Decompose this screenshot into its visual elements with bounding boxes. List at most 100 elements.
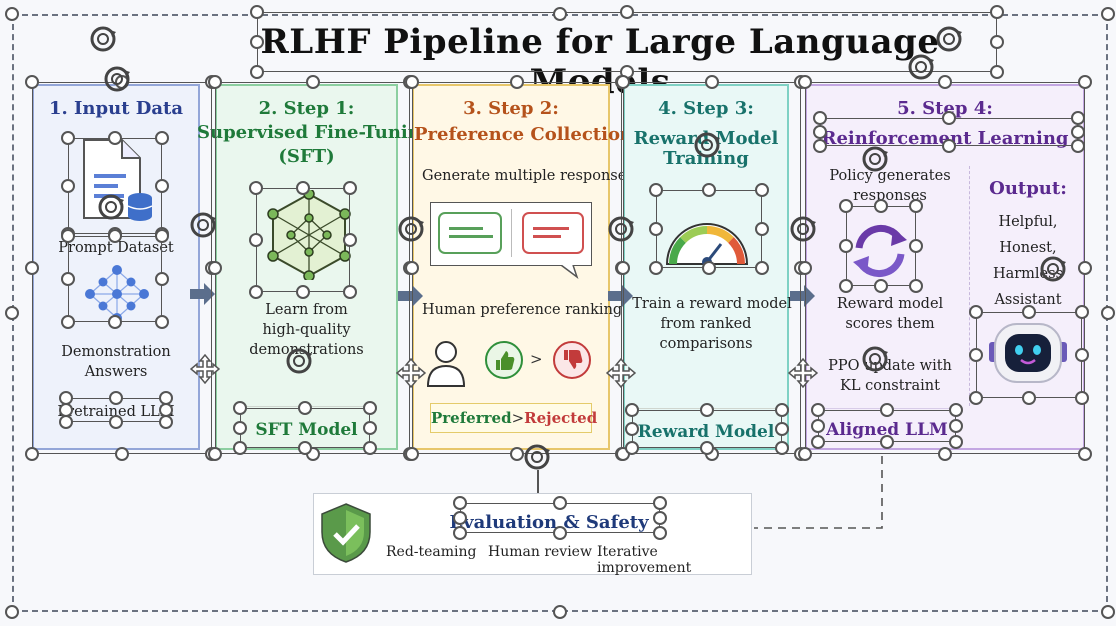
resize-handle[interactable] bbox=[1078, 261, 1092, 275]
evaluation-safety-box[interactable]: Evaluation & Safety Red-teaming Human re… bbox=[313, 493, 752, 576]
icon-selection-box[interactable] bbox=[846, 206, 916, 286]
panel-selection-box[interactable] bbox=[412, 82, 622, 454]
resize-handle[interactable] bbox=[405, 447, 419, 461]
resize-handle[interactable] bbox=[949, 403, 963, 417]
resize-handle[interactable] bbox=[700, 403, 714, 417]
resize-handle[interactable] bbox=[61, 272, 75, 286]
rotate-handle-icon[interactable] bbox=[860, 344, 890, 374]
resize-handle[interactable] bbox=[453, 511, 467, 525]
resize-handle[interactable] bbox=[115, 447, 129, 461]
resize-handle[interactable] bbox=[1078, 447, 1092, 461]
rotate-handle-icon[interactable] bbox=[396, 214, 426, 244]
resize-handle[interactable] bbox=[109, 391, 123, 405]
resize-handle[interactable] bbox=[61, 131, 75, 145]
resize-handle[interactable] bbox=[649, 261, 663, 275]
icon-selection-box[interactable] bbox=[256, 188, 350, 292]
resize-handle[interactable] bbox=[108, 315, 122, 329]
resize-handle[interactable] bbox=[949, 435, 963, 449]
resize-handle[interactable] bbox=[1101, 7, 1115, 21]
resize-handle[interactable] bbox=[625, 403, 639, 417]
resize-handle[interactable] bbox=[233, 421, 247, 435]
resize-handle[interactable] bbox=[949, 419, 963, 433]
resize-handle[interactable] bbox=[343, 181, 357, 195]
resize-handle[interactable] bbox=[798, 261, 812, 275]
resize-handle[interactable] bbox=[109, 415, 123, 429]
move-handle-icon[interactable] bbox=[606, 358, 636, 388]
resize-handle[interactable] bbox=[653, 526, 667, 540]
resize-handle[interactable] bbox=[1101, 306, 1115, 320]
resize-handle[interactable] bbox=[61, 315, 75, 329]
resize-handle[interactable] bbox=[811, 403, 825, 417]
resize-handle[interactable] bbox=[305, 75, 320, 89]
rotate-handle-icon[interactable] bbox=[788, 214, 818, 244]
resize-handle[interactable] bbox=[61, 229, 75, 243]
resize-handle[interactable] bbox=[249, 181, 263, 195]
resize-handle[interactable] bbox=[938, 447, 952, 461]
resize-handle[interactable] bbox=[233, 441, 247, 455]
resize-handle[interactable] bbox=[938, 75, 952, 89]
resize-handle[interactable] bbox=[775, 403, 789, 417]
resize-handle[interactable] bbox=[874, 279, 888, 293]
resize-handle[interactable] bbox=[798, 75, 812, 89]
resize-handle[interactable] bbox=[811, 435, 825, 449]
resize-handle[interactable] bbox=[1101, 605, 1115, 619]
resize-handle[interactable] bbox=[5, 306, 19, 320]
resize-handle[interactable] bbox=[1022, 305, 1036, 319]
resize-handle[interactable] bbox=[343, 233, 357, 247]
resize-handle[interactable] bbox=[942, 139, 956, 153]
icon-selection-box[interactable] bbox=[68, 236, 162, 322]
resize-handle[interactable] bbox=[990, 5, 1004, 19]
resize-handle[interactable] bbox=[159, 415, 173, 429]
resize-handle[interactable] bbox=[755, 261, 769, 275]
panel-preference-collection[interactable]: 3. Step 2: Preference Collection Generat… bbox=[412, 84, 634, 450]
rotate-handle-icon[interactable] bbox=[522, 442, 552, 472]
resize-handle[interactable] bbox=[233, 401, 247, 415]
rotate-handle-icon[interactable] bbox=[284, 346, 314, 376]
resize-handle[interactable] bbox=[813, 139, 827, 153]
resize-handle[interactable] bbox=[702, 261, 716, 275]
resize-handle[interactable] bbox=[155, 315, 169, 329]
resize-handle[interactable] bbox=[250, 35, 264, 49]
resize-handle[interactable] bbox=[553, 7, 567, 21]
resize-handle[interactable] bbox=[208, 75, 222, 89]
resize-handle[interactable] bbox=[775, 441, 789, 455]
panel-sft[interactable]: 2. Step 1: Supervised Fine-Tuning (SFT) … bbox=[197, 84, 433, 450]
rotate-handle-icon[interactable] bbox=[692, 130, 722, 160]
resize-handle[interactable] bbox=[208, 261, 222, 275]
resize-handle[interactable] bbox=[653, 496, 667, 510]
resize-handle[interactable] bbox=[298, 441, 312, 455]
resize-handle[interactable] bbox=[1075, 305, 1089, 319]
icon-selection-box[interactable] bbox=[656, 190, 762, 268]
resize-handle[interactable] bbox=[5, 605, 19, 619]
resize-handle[interactable] bbox=[1078, 75, 1092, 89]
resize-handle[interactable] bbox=[839, 199, 853, 213]
resize-handle[interactable] bbox=[839, 279, 853, 293]
resize-handle[interactable] bbox=[108, 131, 122, 145]
resize-handle[interactable] bbox=[298, 401, 312, 415]
resize-handle[interactable] bbox=[343, 285, 357, 299]
resize-handle[interactable] bbox=[616, 261, 630, 275]
resize-handle[interactable] bbox=[813, 125, 827, 139]
resize-handle[interactable] bbox=[942, 111, 956, 125]
resize-handle[interactable] bbox=[296, 285, 310, 299]
resize-handle[interactable] bbox=[208, 447, 222, 461]
rotate-handle-icon[interactable] bbox=[906, 52, 936, 82]
resize-handle[interactable] bbox=[553, 526, 567, 540]
resize-handle[interactable] bbox=[969, 348, 983, 362]
rotate-handle-icon[interactable] bbox=[188, 210, 218, 240]
resize-handle[interactable] bbox=[25, 447, 39, 461]
resize-handle[interactable] bbox=[155, 272, 169, 286]
resize-handle[interactable] bbox=[775, 422, 789, 436]
resize-handle[interactable] bbox=[880, 403, 894, 417]
resize-handle[interactable] bbox=[625, 422, 639, 436]
resize-handle[interactable] bbox=[625, 441, 639, 455]
resize-handle[interactable] bbox=[405, 75, 419, 89]
resize-handle[interactable] bbox=[1071, 111, 1085, 125]
move-handle-icon[interactable] bbox=[190, 354, 220, 384]
resize-handle[interactable] bbox=[453, 526, 467, 540]
rotate-handle-icon[interactable] bbox=[1038, 254, 1068, 284]
resize-handle[interactable] bbox=[909, 199, 923, 213]
resize-handle[interactable] bbox=[59, 415, 73, 429]
resize-handle[interactable] bbox=[813, 111, 827, 125]
resize-handle[interactable] bbox=[250, 65, 264, 79]
